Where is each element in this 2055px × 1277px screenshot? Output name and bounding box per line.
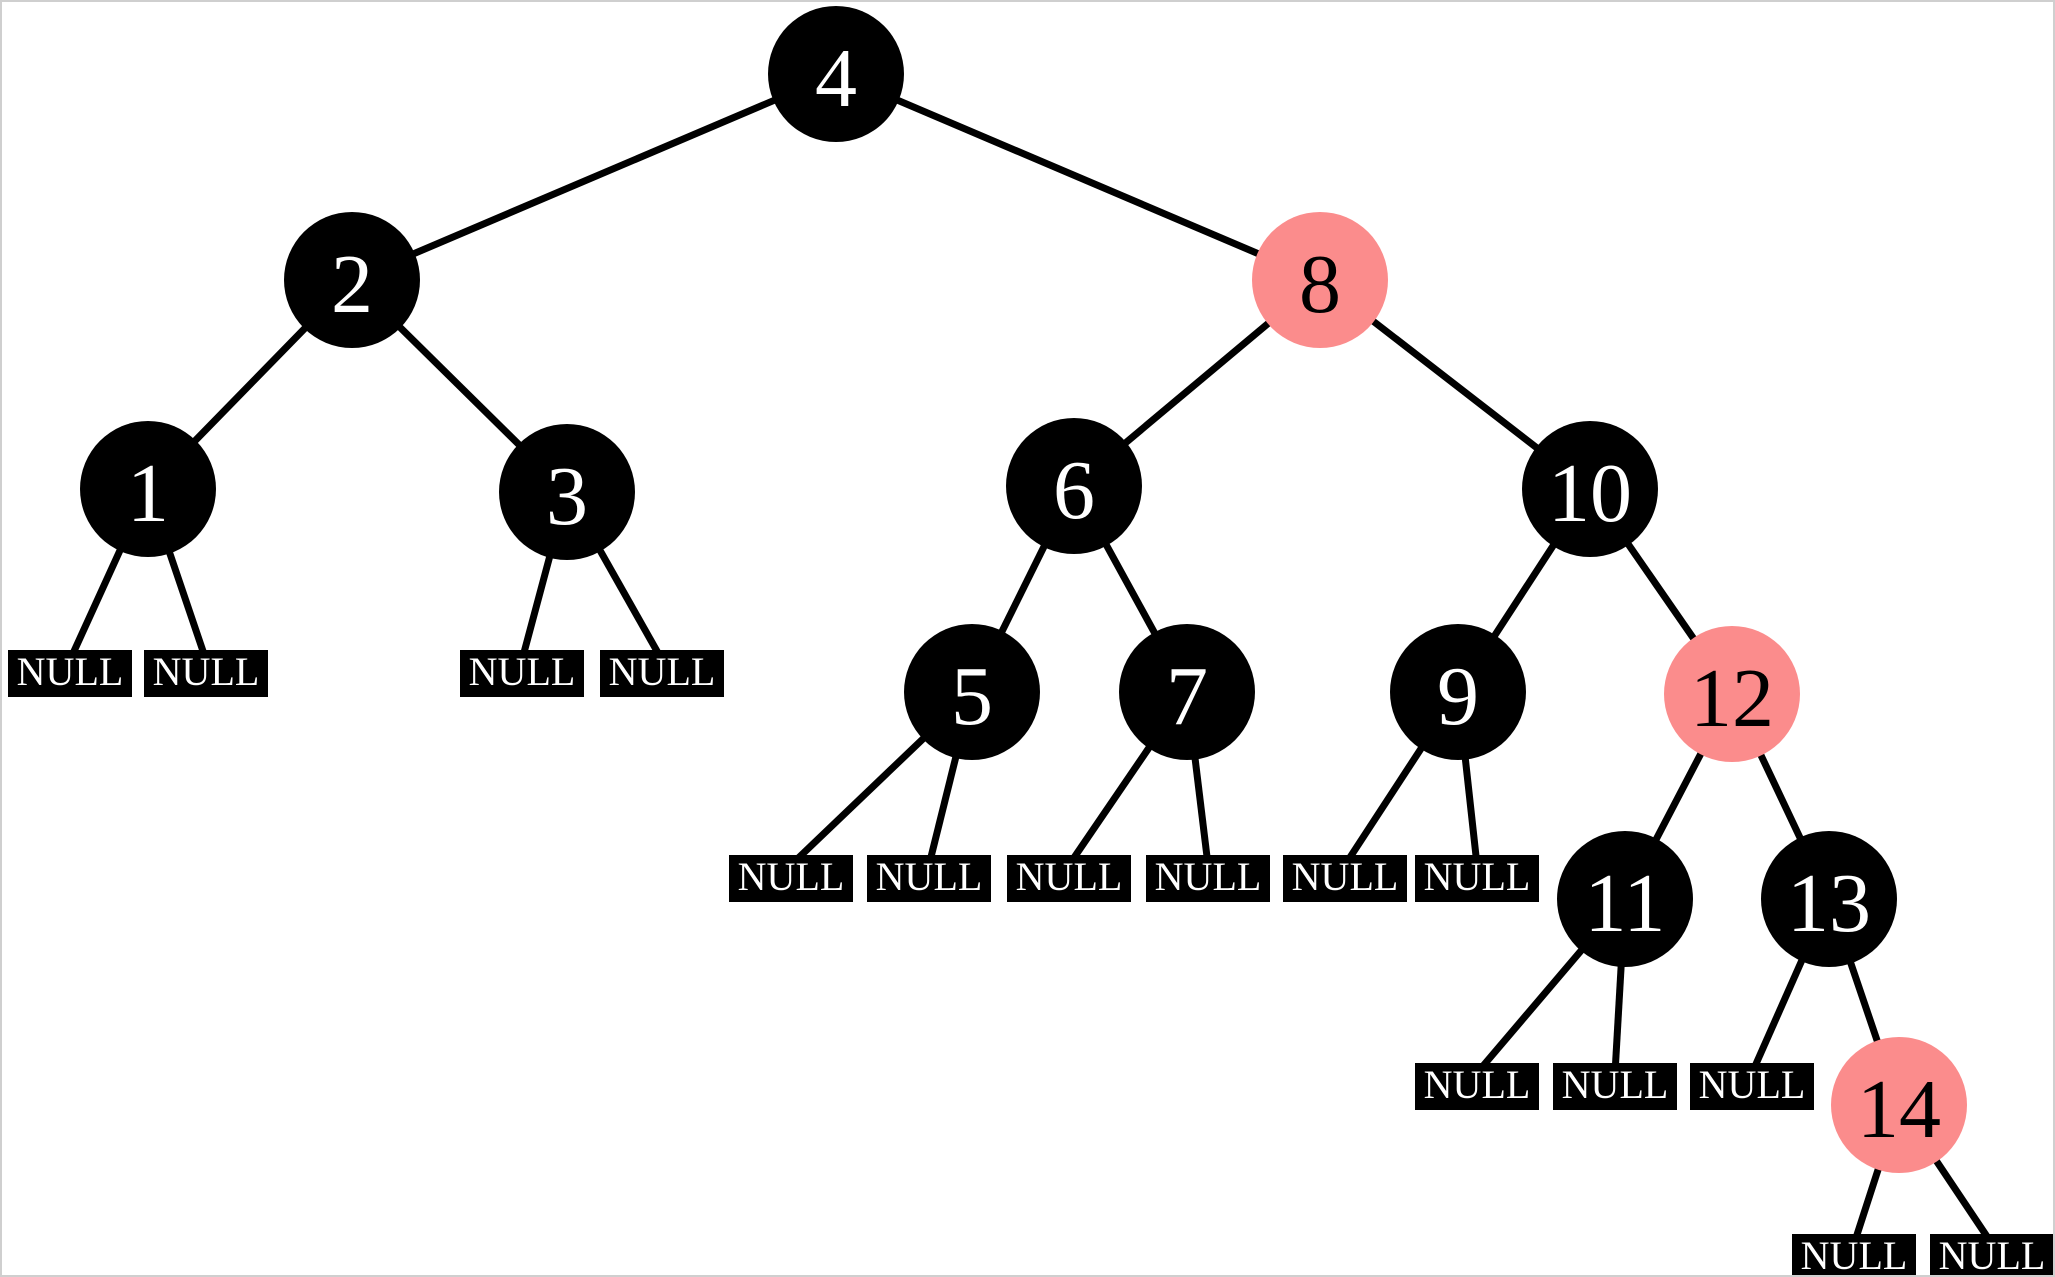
null-leaf-n10: NULL	[1415, 855, 1539, 902]
tree-node-12: 12	[1664, 626, 1800, 762]
tree-node-7: 7	[1119, 624, 1255, 760]
tree-node-14: 14	[1831, 1037, 1967, 1173]
null-leaf-n2: NULL	[144, 650, 268, 697]
tree-node-13: 13	[1761, 831, 1897, 967]
tree-node-3: 3	[499, 424, 635, 560]
edge-4-8	[834, 70, 1322, 284]
null-leaf-n13: NULL	[1690, 1063, 1814, 1110]
null-leaf-n3: NULL	[460, 650, 584, 697]
null-leaf-n5: NULL	[729, 855, 853, 902]
tree-node-8: 8	[1252, 212, 1388, 348]
null-leaf-n12: NULL	[1553, 1063, 1677, 1110]
tree-node-2: 2	[284, 212, 420, 348]
null-leaf-n7: NULL	[1007, 855, 1131, 902]
tree-node-9: 9	[1390, 624, 1526, 760]
null-leaf-n11: NULL	[1415, 1063, 1539, 1110]
null-leaf-n9: NULL	[1283, 855, 1407, 902]
null-leaf-n6: NULL	[867, 855, 991, 902]
tree-node-5: 5	[904, 624, 1040, 760]
tree-node-11: 11	[1557, 831, 1693, 967]
null-leaf-n8: NULL	[1146, 855, 1270, 902]
tree-node-10: 10	[1522, 421, 1658, 557]
null-leaf-n4: NULL	[600, 650, 724, 697]
edge-4-2	[350, 70, 838, 284]
tree-node-1: 1	[80, 421, 216, 557]
null-leaf-n14: NULL	[1792, 1234, 1916, 1275]
null-leaf-n15: NULL	[1930, 1234, 2053, 1275]
tree-node-4: 4	[768, 6, 904, 142]
null-leaf-n1: NULL	[8, 650, 132, 697]
tree-node-6: 6	[1006, 418, 1142, 554]
